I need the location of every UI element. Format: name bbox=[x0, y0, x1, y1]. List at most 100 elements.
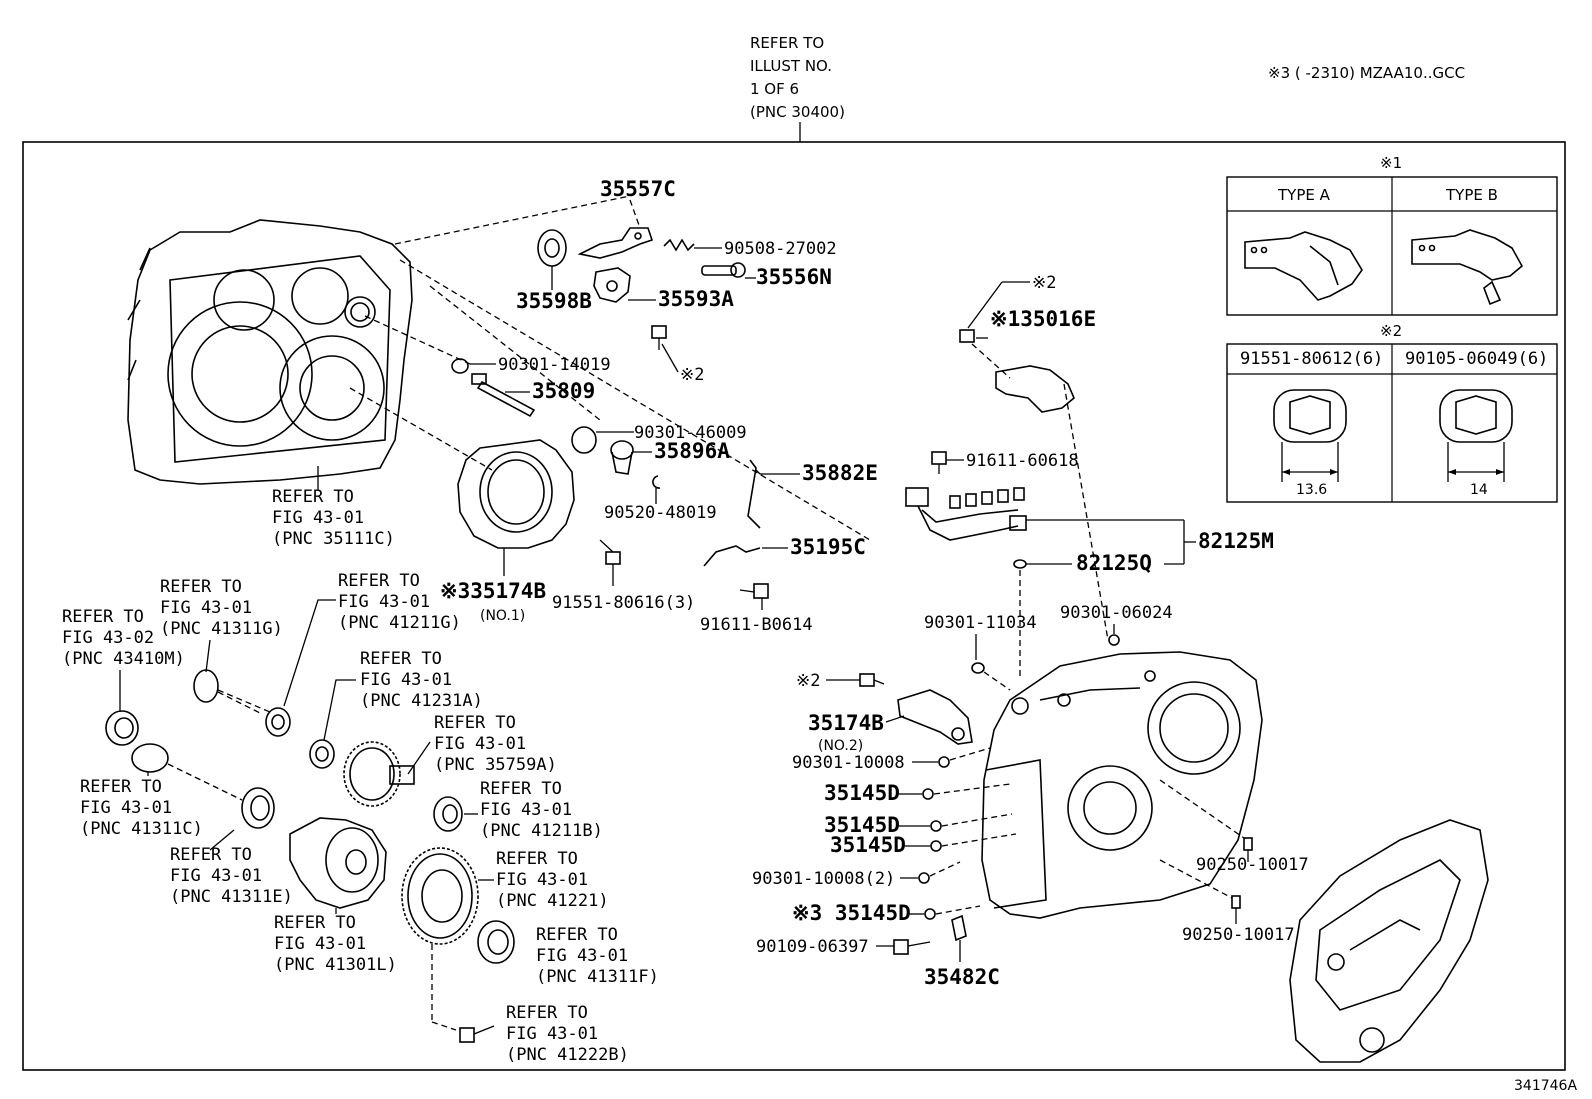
bearing-41211B-icon bbox=[433, 796, 463, 832]
ref-35111C: REFER TO FIG 43-01 (PNC 35111C) bbox=[272, 487, 395, 549]
ref-41231A: REFER TO FIG 43-01 (PNC 41231A) bbox=[360, 649, 483, 711]
note2-c: ※2 bbox=[796, 671, 820, 691]
svg-text:FIG 43-01: FIG 43-01 bbox=[170, 866, 262, 886]
dash-line bbox=[1159, 779, 1245, 839]
svg-text:FIG 43-02: FIG 43-02 bbox=[62, 628, 154, 648]
svg-text:REFER TO: REFER TO bbox=[360, 649, 442, 669]
svg-text:REFER TO: REFER TO bbox=[160, 577, 242, 597]
bolt-a-dimension: 13.6 bbox=[1296, 482, 1327, 498]
pin-35556N-icon bbox=[701, 262, 746, 278]
label-90301-46009: 90301-46009 bbox=[634, 423, 747, 443]
leader-note2 bbox=[661, 343, 679, 373]
refer-top-line-3: 1 OF 6 bbox=[750, 80, 799, 98]
dash-line bbox=[933, 783, 1011, 795]
dash-line bbox=[431, 1021, 457, 1031]
differential-case-41301L-icon bbox=[289, 817, 387, 909]
label-35593A: 35593A bbox=[658, 287, 734, 311]
svg-text:(PNC 41311C): (PNC 41311C) bbox=[80, 819, 203, 839]
svg-text:REFER TO: REFER TO bbox=[496, 849, 578, 869]
cover-35174B-no1-icon bbox=[457, 439, 575, 549]
label-90301-11034: 90301-11034 bbox=[924, 613, 1037, 633]
refer-top-line-2: ILLUST NO. bbox=[750, 57, 832, 75]
label-35174B-no2-sub: (NO.2) bbox=[818, 738, 863, 754]
spring-icon bbox=[663, 238, 695, 252]
label-90301-10008-b: 90301-10008(2) bbox=[752, 869, 895, 889]
bolt-icon bbox=[739, 583, 769, 599]
inset-bolt-table: ※2 91551-80612(6) 90105-06049(6) 13.6 14 bbox=[1226, 322, 1558, 503]
leader-35759A bbox=[407, 741, 431, 775]
o-ring-icon bbox=[1108, 634, 1120, 646]
leader-35174B-no2 bbox=[885, 715, 905, 723]
note2-a: ※2 bbox=[680, 365, 704, 385]
dash-line bbox=[399, 259, 871, 541]
ref-41222B: REFER TO FIG 43-01 (PNC 41222B) bbox=[506, 1003, 629, 1065]
svg-text:FIG 43-01: FIG 43-01 bbox=[434, 734, 526, 754]
leader-41311G bbox=[205, 639, 211, 673]
type-a-bracket-icon bbox=[1244, 231, 1363, 301]
label-35482C: 35482C bbox=[924, 965, 1000, 989]
svg-text:(PNC 41221): (PNC 41221) bbox=[496, 891, 609, 911]
label-35145D-d: ※3 35145D bbox=[792, 901, 911, 925]
svg-text:(PNC 41231A): (PNC 41231A) bbox=[360, 691, 483, 711]
label-35145D-b: 35145D bbox=[824, 813, 900, 837]
bolt-icon bbox=[599, 539, 621, 565]
illustration-number: 341746A bbox=[1514, 1078, 1577, 1094]
ref-41311G: REFER TO FIG 43-01 (PNC 41311G) bbox=[160, 577, 283, 639]
ref-41301L: REFER TO FIG 43-01 (PNC 41301L) bbox=[274, 913, 397, 975]
bearing-41311F-icon bbox=[477, 920, 515, 964]
svg-text:FIG 43-01: FIG 43-01 bbox=[506, 1024, 598, 1044]
o-ring-icon bbox=[930, 840, 942, 852]
gear-35759A-icon bbox=[343, 741, 415, 807]
label-82125Q: 82125Q bbox=[1076, 551, 1152, 575]
transaxle-rear-housing-icon bbox=[1289, 819, 1489, 1063]
label-90301-06024: 90301-06024 bbox=[1060, 603, 1173, 623]
svg-text:REFER TO: REFER TO bbox=[170, 845, 252, 865]
dash-line bbox=[629, 199, 641, 229]
svg-text:FIG 43-01: FIG 43-01 bbox=[272, 508, 364, 528]
ref-41311E: REFER TO FIG 43-01 (PNC 41311E) bbox=[170, 845, 293, 907]
diagram-frame bbox=[22, 141, 1566, 1071]
o-ring-icon bbox=[571, 426, 597, 454]
svg-text:REFER TO: REFER TO bbox=[274, 913, 356, 933]
bolt-a-icon bbox=[1273, 389, 1347, 482]
o-ring-icon bbox=[1013, 559, 1027, 569]
o-ring-icon bbox=[922, 788, 934, 800]
label-91611-B0614: 91611-B0614 bbox=[700, 615, 813, 635]
dash-line bbox=[217, 689, 271, 713]
dash-line bbox=[429, 285, 601, 421]
snap-ring-icon bbox=[131, 743, 169, 773]
type-a-label: TYPE A bbox=[1277, 186, 1331, 204]
label-91551-80616: 91551-80616(3) bbox=[552, 593, 695, 613]
label-35016E: ※135016E bbox=[990, 307, 1096, 331]
snap-ring-icon bbox=[193, 669, 219, 703]
dash-line bbox=[971, 343, 1011, 379]
svg-text:REFER TO: REFER TO bbox=[536, 925, 618, 945]
label-35556N: 35556N bbox=[756, 265, 832, 289]
note2-b: ※2 bbox=[1032, 273, 1056, 293]
inset-1-mark: ※1 bbox=[1380, 154, 1402, 172]
leader-note2-b bbox=[967, 281, 1003, 329]
refer-top-line-1: REFER TO bbox=[750, 34, 824, 52]
part-35598B-icon bbox=[537, 229, 567, 267]
bearing-41211G-icon bbox=[265, 707, 291, 737]
transaxle-main-housing-icon bbox=[981, 651, 1263, 919]
svg-text:REFER TO: REFER TO bbox=[80, 777, 162, 797]
bearing-41311E-icon bbox=[241, 787, 275, 829]
label-35882E: 35882E bbox=[802, 461, 878, 485]
svg-text:(PNC 41211B): (PNC 41211B) bbox=[480, 821, 603, 841]
label-90250-10017-a: 90250-10017 bbox=[1196, 855, 1309, 875]
label-35145D-c: 35145D bbox=[830, 833, 906, 857]
label-82125M: 82125M bbox=[1198, 529, 1274, 553]
leader-41311E bbox=[209, 829, 235, 851]
bolt-b-dimension: 14 bbox=[1470, 482, 1488, 498]
ref-41221: REFER TO FIG 43-01 (PNC 41221) bbox=[496, 849, 609, 911]
bolt-icon bbox=[859, 673, 885, 687]
part-35896A-icon bbox=[610, 440, 634, 475]
o-ring-icon bbox=[451, 358, 469, 374]
dash-line bbox=[929, 861, 961, 877]
ref-41311F: REFER TO FIG 43-01 (PNC 41311F) bbox=[536, 925, 659, 987]
bolt-col-b-label: 90105-06049(6) bbox=[1405, 349, 1548, 369]
o-ring-icon bbox=[971, 662, 985, 674]
svg-text:(PNC 41222B): (PNC 41222B) bbox=[506, 1045, 629, 1065]
